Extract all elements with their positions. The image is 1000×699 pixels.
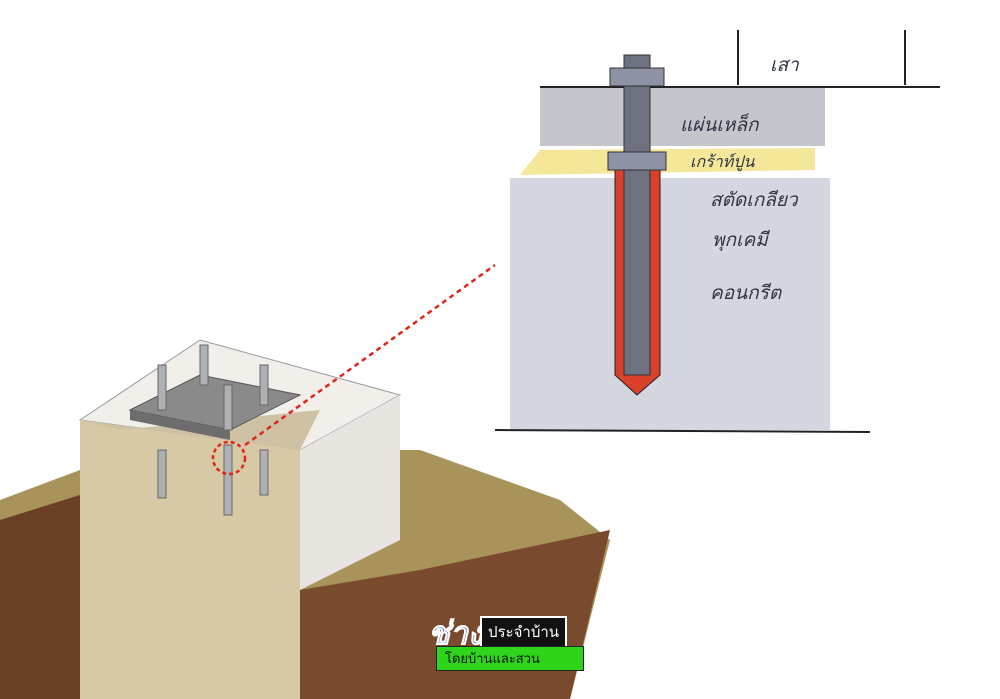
callout-line [244, 263, 496, 447]
label-steel-plate: แผ่นเหล็ก [680, 114, 759, 136]
logo-by: โดยบ้านและสวน [436, 646, 584, 671]
label-threaded-stud: สตัดเกลียว [710, 189, 798, 211]
pedestal-side [300, 395, 400, 590]
detail-nut-top [609, 67, 665, 87]
anchor-bolts [157, 344, 269, 516]
brand-logo: ช่าง ประจำบ้าน โดยบ้านและสวน [427, 606, 584, 671]
callout-circle [211, 440, 247, 476]
base-plate-edge [130, 410, 230, 440]
detail-grout [520, 148, 815, 175]
label-grout: เกร้าท์ปูน [690, 152, 755, 171]
label-concrete: คอนกรีต [710, 282, 782, 304]
soil-section [0, 495, 80, 699]
detail-concrete [510, 178, 830, 430]
detail-threaded-stud [623, 54, 651, 376]
pedestal-front [80, 420, 300, 699]
label-column: เสา [770, 54, 799, 76]
label-chemical-anchor: พุกเคมี [712, 229, 768, 251]
detail-steel-plate [540, 88, 825, 146]
detail-nut-lower [607, 151, 667, 171]
logo-sub: ประจำบ้าน [480, 616, 568, 648]
